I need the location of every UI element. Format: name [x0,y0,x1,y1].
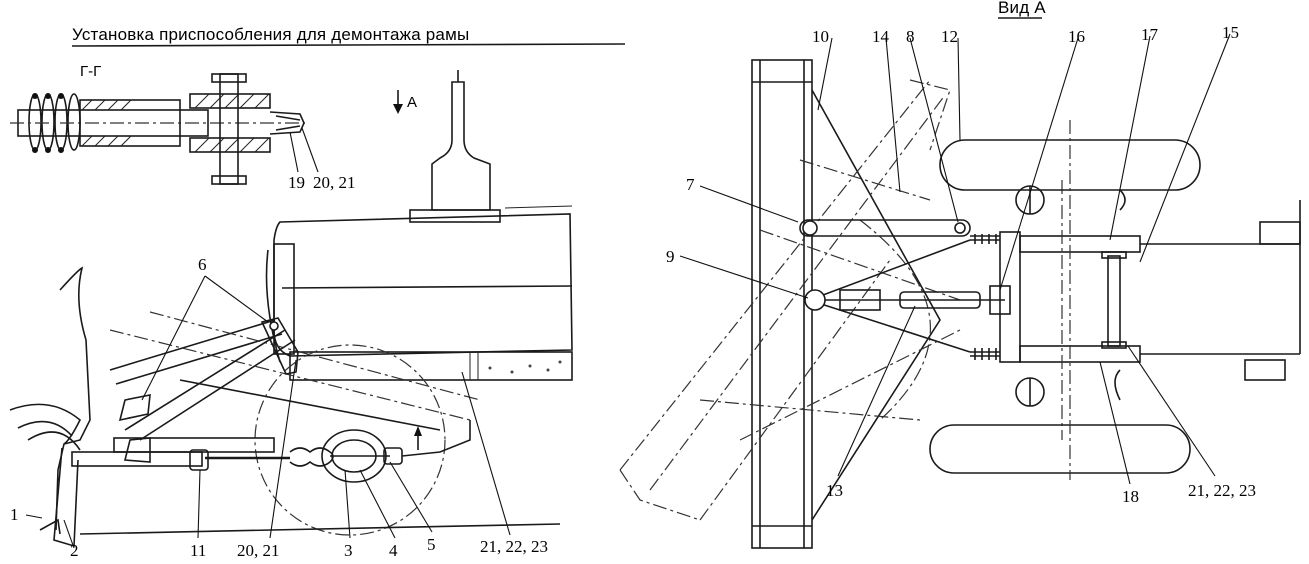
right-view-title: Вид А [998,0,1046,17]
callout-1: 1 [10,505,19,524]
frame-struts [109,311,481,441]
bracket-6 [260,317,299,375]
tank-body [265,205,573,381]
callout-13: 13 [826,481,843,500]
callout-2: 2 [70,541,79,560]
wheel-outline [254,344,446,536]
section-label: Г-Г [80,63,101,80]
ground-line [79,523,561,535]
front-wheels [929,120,1201,480]
callout-15: 15 [1222,23,1239,42]
callout-5: 5 [427,535,436,554]
callout-21-22-23-left: 21, 22, 23 [480,537,548,556]
callout-14: 14 [872,27,890,46]
callout-3: 3 [344,541,353,560]
leaders-left [25,275,511,549]
callout-21-22-23-right: 21, 22, 23 [1188,481,1256,500]
view-arrow-a [393,90,403,114]
leaders-right [679,33,1231,485]
callout-7: 7 [686,175,695,194]
drawbar-assembly [799,219,1011,360]
callout-12: 12 [941,27,958,46]
callout-20-21: 20, 21 [237,541,280,560]
plow-beam [751,59,941,549]
exhaust-pipe [409,70,501,223]
callout-20-21-section: 20, 21 [313,173,356,192]
callout-16: 16 [1068,27,1085,46]
callout-6: 6 [198,255,207,274]
section-drawing [10,73,305,185]
callout-8: 8 [906,27,915,46]
callout-19: 19 [288,173,305,192]
tie-rod [71,420,471,483]
callout-17: 17 [1141,25,1159,44]
left-view-title: Установка приспособления для демонтажа р… [72,25,469,44]
callout-18: 18 [1122,487,1139,506]
right-view: Вид А [619,0,1301,549]
arrow-label-a: А [407,94,417,111]
left-view: Установка приспособления для демонтажа р… [9,25,626,560]
callout-11: 11 [190,541,206,560]
callout-9: 9 [666,247,675,266]
callout-10: 10 [812,27,829,46]
diagonal-frame [619,79,961,521]
tractor-frame [999,180,1301,440]
callout-4: 4 [389,541,398,560]
front-blade [9,266,151,548]
